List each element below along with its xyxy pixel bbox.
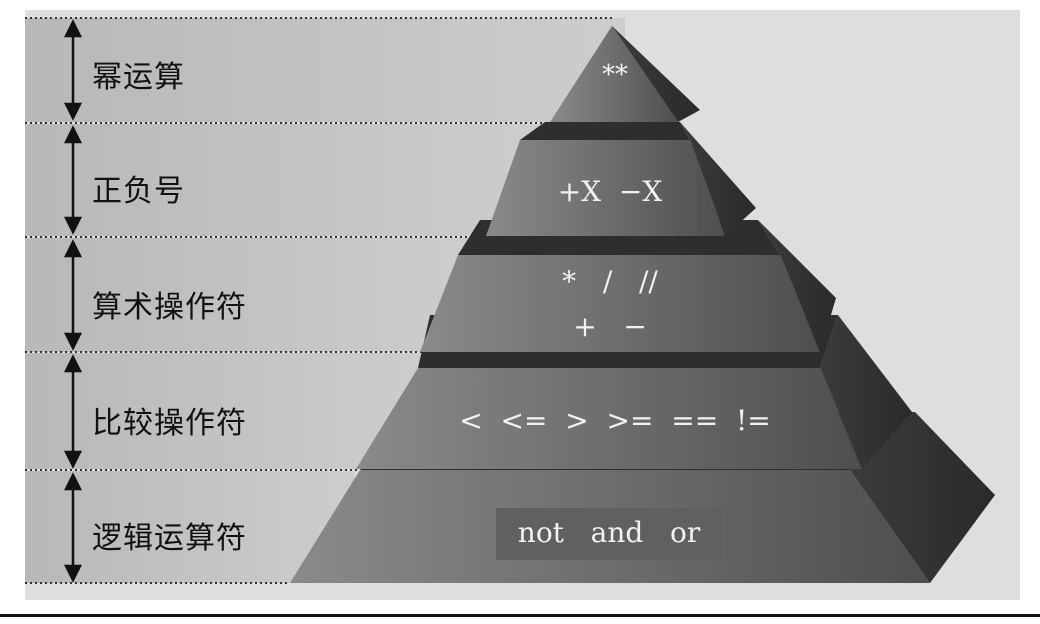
dotted-separators [25, 17, 612, 584]
tier-4-face [356, 368, 862, 469]
label-level-5: 逻辑运算符 [92, 521, 247, 556]
tier-5-label-box [496, 508, 722, 560]
label-level-2: 正负号 [92, 174, 185, 209]
tier-1-side [612, 26, 700, 122]
ops-level-5: not and or [517, 516, 701, 549]
label-level-1: 幂运算 [92, 60, 185, 95]
band-level-1 [25, 18, 625, 122]
label-level-4: 比较操作符 [92, 406, 247, 441]
bottom-rule [0, 614, 1040, 617]
tier-2-side [680, 122, 756, 236]
tier-3-face [420, 255, 820, 352]
tier-2-face [486, 140, 725, 236]
band-level-2 [25, 124, 545, 236]
band-level-3 [25, 238, 475, 352]
tier-1-face [550, 26, 678, 122]
ops-level-2: +X −X [557, 175, 663, 208]
ops-level-3-line-2: + − [573, 310, 647, 343]
label-level-3: 算术操作符 [92, 290, 247, 325]
tier-2-top [520, 122, 690, 140]
tier-4-side [820, 315, 912, 469]
range-arrows [63, 19, 83, 583]
ops-level-1: ** [602, 60, 628, 90]
ops-level-4: < <= > >= == != [459, 404, 771, 437]
ops-level-3-line-1: * / // [562, 265, 658, 298]
tier-5-side [850, 412, 995, 583]
band-level-4 [25, 353, 425, 469]
tier-3-side [758, 220, 836, 352]
